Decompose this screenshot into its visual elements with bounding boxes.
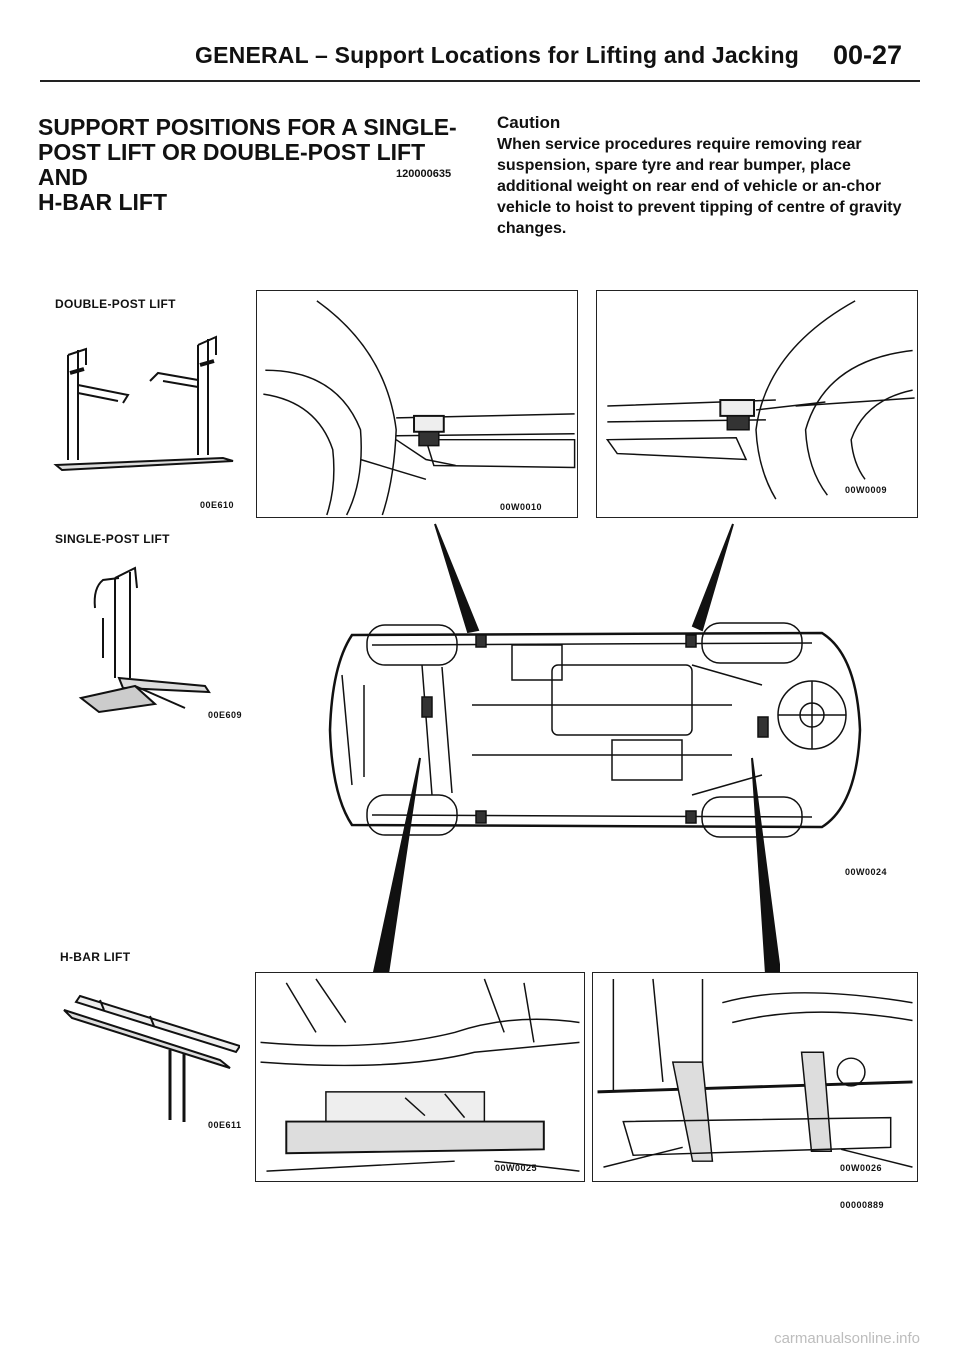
arrow-rear-support [691,523,734,632]
double-post-lift-illustration [48,325,248,475]
section-title-line-2: POST LIFT OR DOUBLE-POST LIFT AND [38,139,426,190]
rear-support-code: 00W0009 [845,485,888,495]
watermark-text: carmanualsonline.info [774,1330,920,1347]
front-support-code: 00W0010 [500,502,543,512]
hbar-lift-illustration [60,990,240,1130]
section-ref-code: 120000635 [396,168,452,180]
hbar-front-code: 00W0025 [495,1163,538,1173]
arrow-hbar-front [372,757,421,976]
caution-text: When service procedures require removing… [497,136,902,237]
underbody-code: 00W0024 [845,867,888,877]
header-divider [40,80,920,82]
arrow-hbar-rear [751,757,780,976]
hbar-lift-label: H-BAR LIFT [60,950,131,964]
hbar-lift-code: 00E611 [208,1120,242,1130]
double-post-lift-label: DOUBLE-POST LIFT [55,297,176,311]
hbar-front-detail-frame [255,972,585,1182]
page-header-title: GENERAL – Support Locations for Lifting … [195,42,799,68]
caution-heading: Caution [497,113,561,132]
hbar-rear-detail-frame [592,972,918,1182]
hbar-rear-code: 00W0026 [840,1163,883,1173]
double-post-lift-code: 00E610 [200,500,235,510]
single-post-lift-illustration [75,558,225,718]
rear-support-detail-frame [596,290,918,518]
single-post-lift-code: 00E609 [208,710,243,720]
single-post-lift-label: SINGLE-POST LIFT [55,532,170,546]
figure-group-code: 00000889 [840,1200,885,1210]
section-title-line-3: H-BAR LIFT [38,189,168,215]
page-number: 00-27 [833,40,903,70]
section-title: SUPPORT POSITIONS FOR A SINGLE- POST LIF… [38,115,478,215]
arrow-front-support [434,523,480,634]
section-title-line-1: SUPPORT POSITIONS FOR A SINGLE- [38,114,457,140]
front-support-detail-frame [256,290,578,518]
leader-arrows [360,518,780,978]
